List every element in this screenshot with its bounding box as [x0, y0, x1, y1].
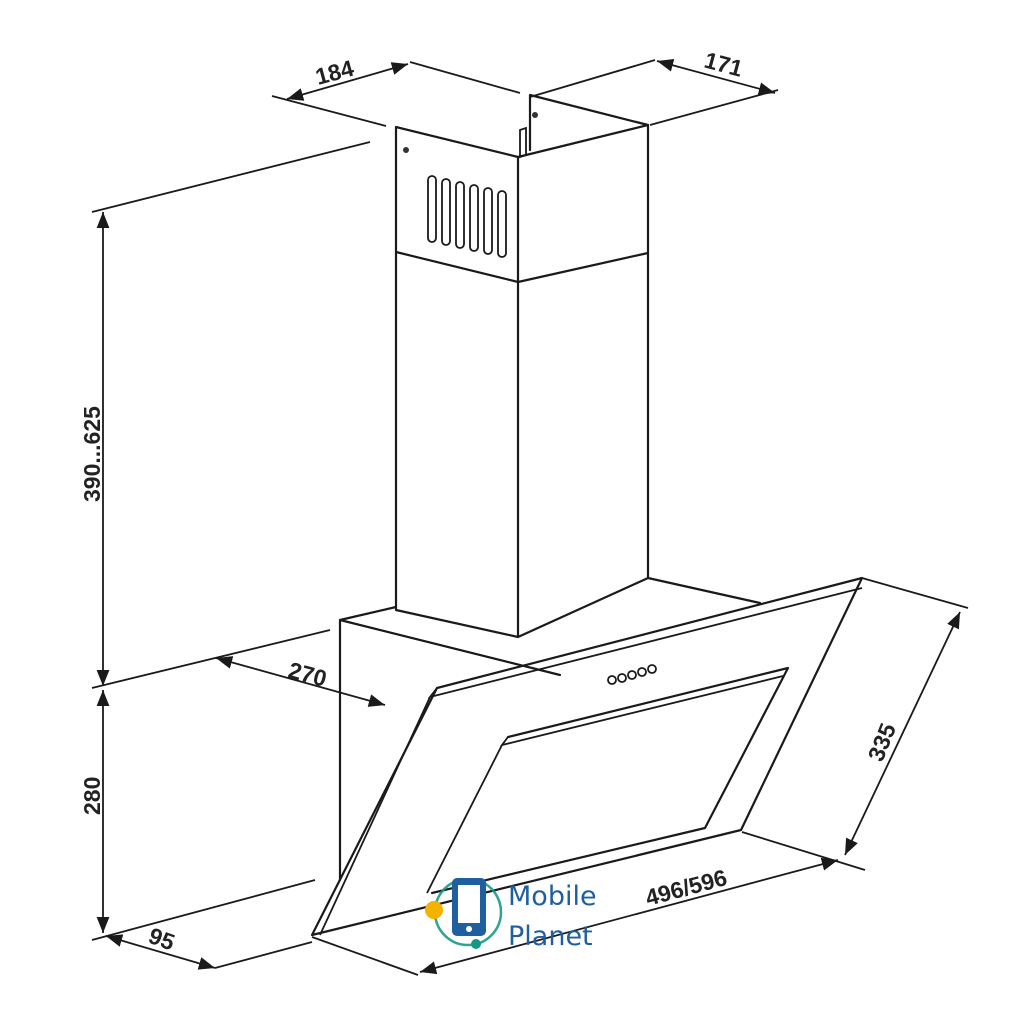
chimney: [394, 93, 650, 639]
dim-label-base-depth: 270: [286, 657, 330, 692]
dimension-lines: [91, 58, 969, 976]
screw-hole: [403, 147, 409, 153]
chimney-bracket: [519, 126, 527, 159]
chimney-upper-left-panel: [394, 123, 650, 639]
watermark-line2: Planet: [508, 921, 593, 952]
teal-dot-icon: [471, 939, 481, 949]
dim-label-hood-width: 496/596: [643, 864, 730, 911]
dim-label-chimney-width: 184: [313, 55, 357, 90]
dim-label-hood-height: 280: [79, 777, 105, 815]
dim-label-chimney-depth: 171: [702, 47, 746, 82]
vent-slots: [427, 175, 507, 258]
watermark-line1: Mobile: [508, 881, 597, 912]
mobile-planet-watermark: Mobile Planet: [425, 877, 597, 952]
chimney-sleeve-joint: [394, 250, 650, 284]
dim-label-chimney-height: 390...625: [79, 406, 105, 502]
yellow-dot-icon: [425, 901, 443, 919]
glass-panel: [310, 576, 864, 937]
dim-label-glass-height: 335: [863, 719, 902, 765]
dim-label-bottom-depth: 95: [145, 922, 178, 955]
control-buttons: [607, 664, 657, 685]
chimney-back-edge: [528, 93, 650, 152]
glass-window: [430, 666, 790, 895]
screw-hole: [532, 112, 538, 118]
